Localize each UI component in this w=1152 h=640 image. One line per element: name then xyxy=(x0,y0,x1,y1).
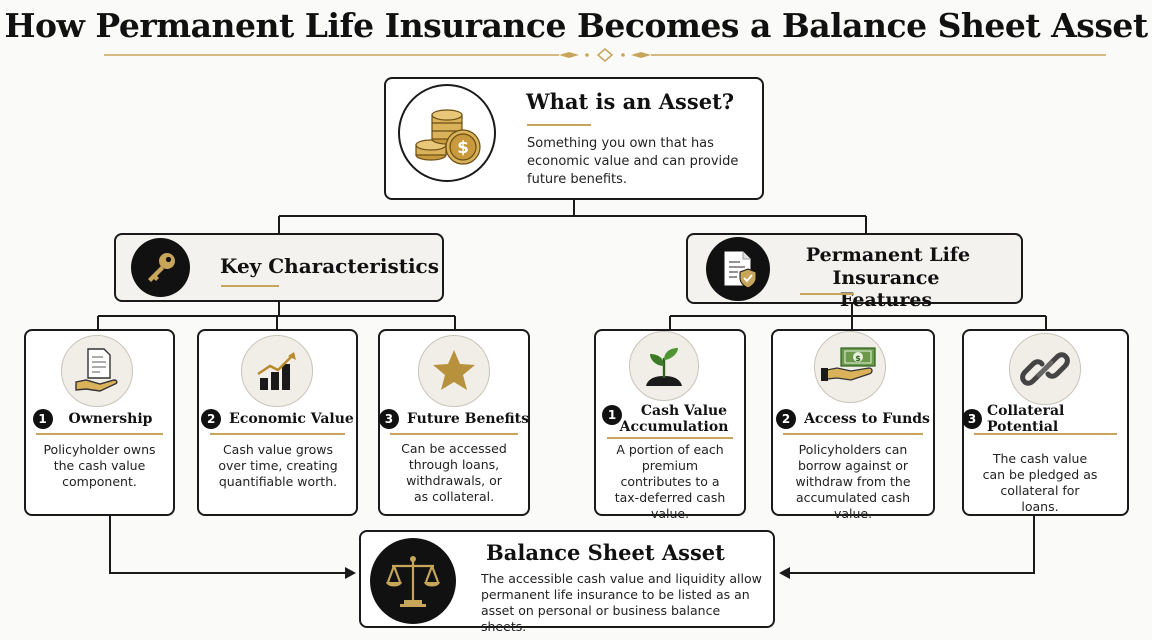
balance-sheet-heading: Balance Sheet Asset xyxy=(486,540,725,565)
step-number-3: 3 xyxy=(962,409,982,429)
insurance-features-heading-line1: Permanent Life xyxy=(805,244,971,266)
step-number-2: 2 xyxy=(201,409,222,429)
economic-value-description: Cash value grows over time, creating qua… xyxy=(218,442,338,489)
ownership-underline xyxy=(36,433,163,435)
access-to-funds-label: Access to Funds xyxy=(804,411,930,427)
page-title: How Permanent Life Insurance Becomes a B… xyxy=(4,6,1148,45)
collateral-underline xyxy=(974,433,1117,435)
economic-value-underline xyxy=(210,433,345,435)
balance-sheet-description: The accessible cash value and liquidity … xyxy=(481,571,762,634)
step-number-3: 3 xyxy=(378,409,399,429)
ownership-label: Ownership xyxy=(68,411,153,427)
key-characteristics-underline xyxy=(221,285,279,287)
access-to-funds-underline xyxy=(783,433,923,435)
cash-value-label-line1: Cash Value xyxy=(640,403,728,419)
chain-link-icon xyxy=(1009,333,1081,405)
asset-heading: What is an Asset? xyxy=(526,89,735,114)
ownership-description: Policyholder owns the cash value compone… xyxy=(43,442,156,489)
access-to-funds-description: Policyholders can borrow against or with… xyxy=(795,442,911,521)
economic-value-label: Economic Value xyxy=(229,411,354,427)
collateral-header: 3 Collateral Potential xyxy=(962,403,1129,435)
cash-value-description: A portion of each premium contributes to… xyxy=(614,442,726,521)
step-number-1: 1 xyxy=(32,409,53,429)
insurance-features-underline xyxy=(800,293,854,295)
future-benefits-underline xyxy=(390,433,518,435)
key-characteristics-heading: Key Characteristics xyxy=(220,254,439,278)
cash-value-label-line2: Accumulation xyxy=(619,419,729,435)
policy-shield-icon xyxy=(706,237,770,301)
collateral-description: The cash value can be pledged as collate… xyxy=(982,451,1098,514)
step-number-2: 2 xyxy=(776,409,797,429)
ownership-header: 1 Ownership xyxy=(24,408,175,430)
key-icon xyxy=(131,238,190,297)
title-divider xyxy=(104,48,1106,62)
coin-stack-icon: $ xyxy=(398,84,496,182)
svg-text:$: $ xyxy=(457,138,469,158)
economic-value-header: 2 Economic Value xyxy=(197,408,358,430)
growth-chart-icon xyxy=(241,335,313,407)
scales-icon xyxy=(370,538,456,624)
step-number-1: 1 xyxy=(602,405,622,425)
asset-description: Something you own that has economic valu… xyxy=(527,136,739,187)
hand-cash-icon: $ xyxy=(814,331,886,403)
cash-value-header: 1 Cash Value Accumulation xyxy=(594,403,746,437)
access-to-funds-header: 2 Access to Funds xyxy=(771,408,935,430)
future-benefits-label: Future Benefits xyxy=(406,411,530,427)
collateral-label: Collateral Potential xyxy=(987,403,1065,435)
future-benefits-description: Can be accessed through loans, withdrawa… xyxy=(401,441,507,504)
asset-heading-underline xyxy=(527,124,591,126)
cash-value-underline xyxy=(607,437,733,439)
insurance-features-heading-line2: Insurance Features xyxy=(832,267,940,311)
svg-text:$: $ xyxy=(855,354,861,363)
star-icon xyxy=(418,335,490,407)
future-benefits-header: 3 Future Benefits xyxy=(378,408,530,430)
sprout-icon xyxy=(629,331,699,401)
hand-document-icon xyxy=(61,335,133,407)
